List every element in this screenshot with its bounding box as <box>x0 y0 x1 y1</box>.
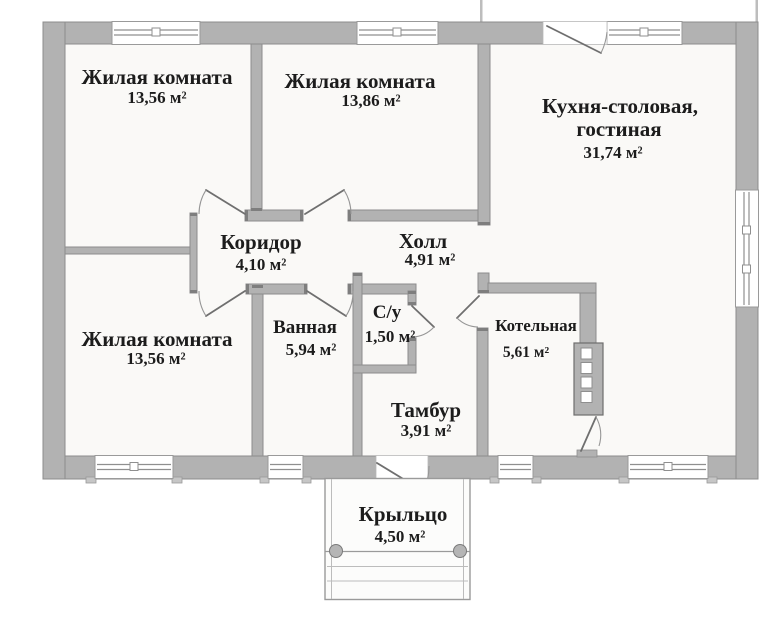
window-living-bottom-left <box>85 455 183 484</box>
door-corridor-to-bathroom <box>306 290 354 317</box>
window-kitchen-right <box>735 189 759 308</box>
svg-text:13,86 м²: 13,86 м² <box>341 91 400 110</box>
room-label-wc: С/у 1,50 м² <box>365 302 416 346</box>
room-label-hall: Холл 4,91 м² <box>399 229 456 269</box>
svg-text:13,56 м²: 13,56 м² <box>127 88 186 107</box>
interior-walls <box>64 43 597 457</box>
svg-text:4,50 м²: 4,50 м² <box>375 527 426 546</box>
door-boiler-room <box>580 416 602 452</box>
svg-text:5,94 м²: 5,94 м² <box>286 340 337 359</box>
room-label-living-bottom-left: Жилая комната 13,56 м² <box>81 327 233 368</box>
svg-text:4,10 м²: 4,10 м² <box>236 255 287 274</box>
door-corridor-to-living-top-mid <box>304 189 352 215</box>
door-corridor-to-living-top-left <box>198 189 246 215</box>
window-boiler-room <box>489 455 542 484</box>
svg-text:13,56 м²: 13,56 м² <box>126 349 185 368</box>
svg-text:31,74 м²: 31,74 м² <box>583 143 642 162</box>
window-bathroom <box>259 455 312 484</box>
room-label-corridor: Коридор 4,10 м² <box>220 230 301 274</box>
boiler-door-threshold <box>576 449 598 458</box>
room-label-vestibule: Тамбур 3,91 м² <box>391 398 461 440</box>
svg-text:4,91 м²: 4,91 м² <box>405 250 456 269</box>
porch-post-icon <box>453 544 467 558</box>
window-living-top-mid <box>356 21 439 45</box>
window-kitchen-bottom <box>618 455 718 484</box>
svg-text:Крыльцо: Крыльцо <box>359 502 448 526</box>
roof-line-icon <box>480 0 483 23</box>
svg-text:Жилая комната: Жилая комната <box>81 327 233 351</box>
room-label-living-top-mid: Жилая комната 13,86 м² <box>284 69 436 110</box>
svg-text:1,50 м²: 1,50 м² <box>365 327 416 346</box>
svg-text:Тамбур: Тамбур <box>391 398 461 422</box>
room-label-porch: Крыльцо 4,50 м² <box>359 502 448 546</box>
boiler-unit-icon <box>573 342 604 416</box>
svg-text:Кухня-столовая,: Кухня-столовая, <box>542 94 698 118</box>
room-label-bathroom: Ванная 5,94 м² <box>273 317 337 359</box>
door-wc <box>411 305 435 338</box>
door-kitchen-back <box>542 21 608 54</box>
room-label-living-top-left: Жилая комната 13,56 м² <box>81 65 233 107</box>
window-kitchen-top <box>606 21 683 45</box>
window-living-top-left <box>111 21 201 45</box>
door-hall-to-vestibule <box>456 295 480 328</box>
svg-text:Жилая комната: Жилая комната <box>284 69 436 93</box>
door-corridor-to-living-bottom-left <box>198 290 246 317</box>
porch-post-icon <box>329 544 343 558</box>
room-label-kitchen: Кухня-столовая, гостиная 31,74 м² <box>542 94 698 162</box>
svg-text:Холл: Холл <box>399 229 448 253</box>
svg-text:гостиная: гостиная <box>576 117 661 141</box>
porch-structure <box>324 477 471 601</box>
svg-text:5,61 м²: 5,61 м² <box>503 344 550 361</box>
svg-text:3,91 м²: 3,91 м² <box>401 421 452 440</box>
svg-text:Ванная: Ванная <box>273 317 337 338</box>
room-label-boiler-room: Котельная 5,61 м² <box>495 316 577 361</box>
svg-text:Коридор: Коридор <box>220 230 301 254</box>
svg-text:Котельная: Котельная <box>495 316 577 335</box>
svg-text:С/у: С/у <box>373 302 402 323</box>
svg-text:Жилая комната: Жилая комната <box>81 65 233 89</box>
roof-line-icon <box>755 0 758 23</box>
